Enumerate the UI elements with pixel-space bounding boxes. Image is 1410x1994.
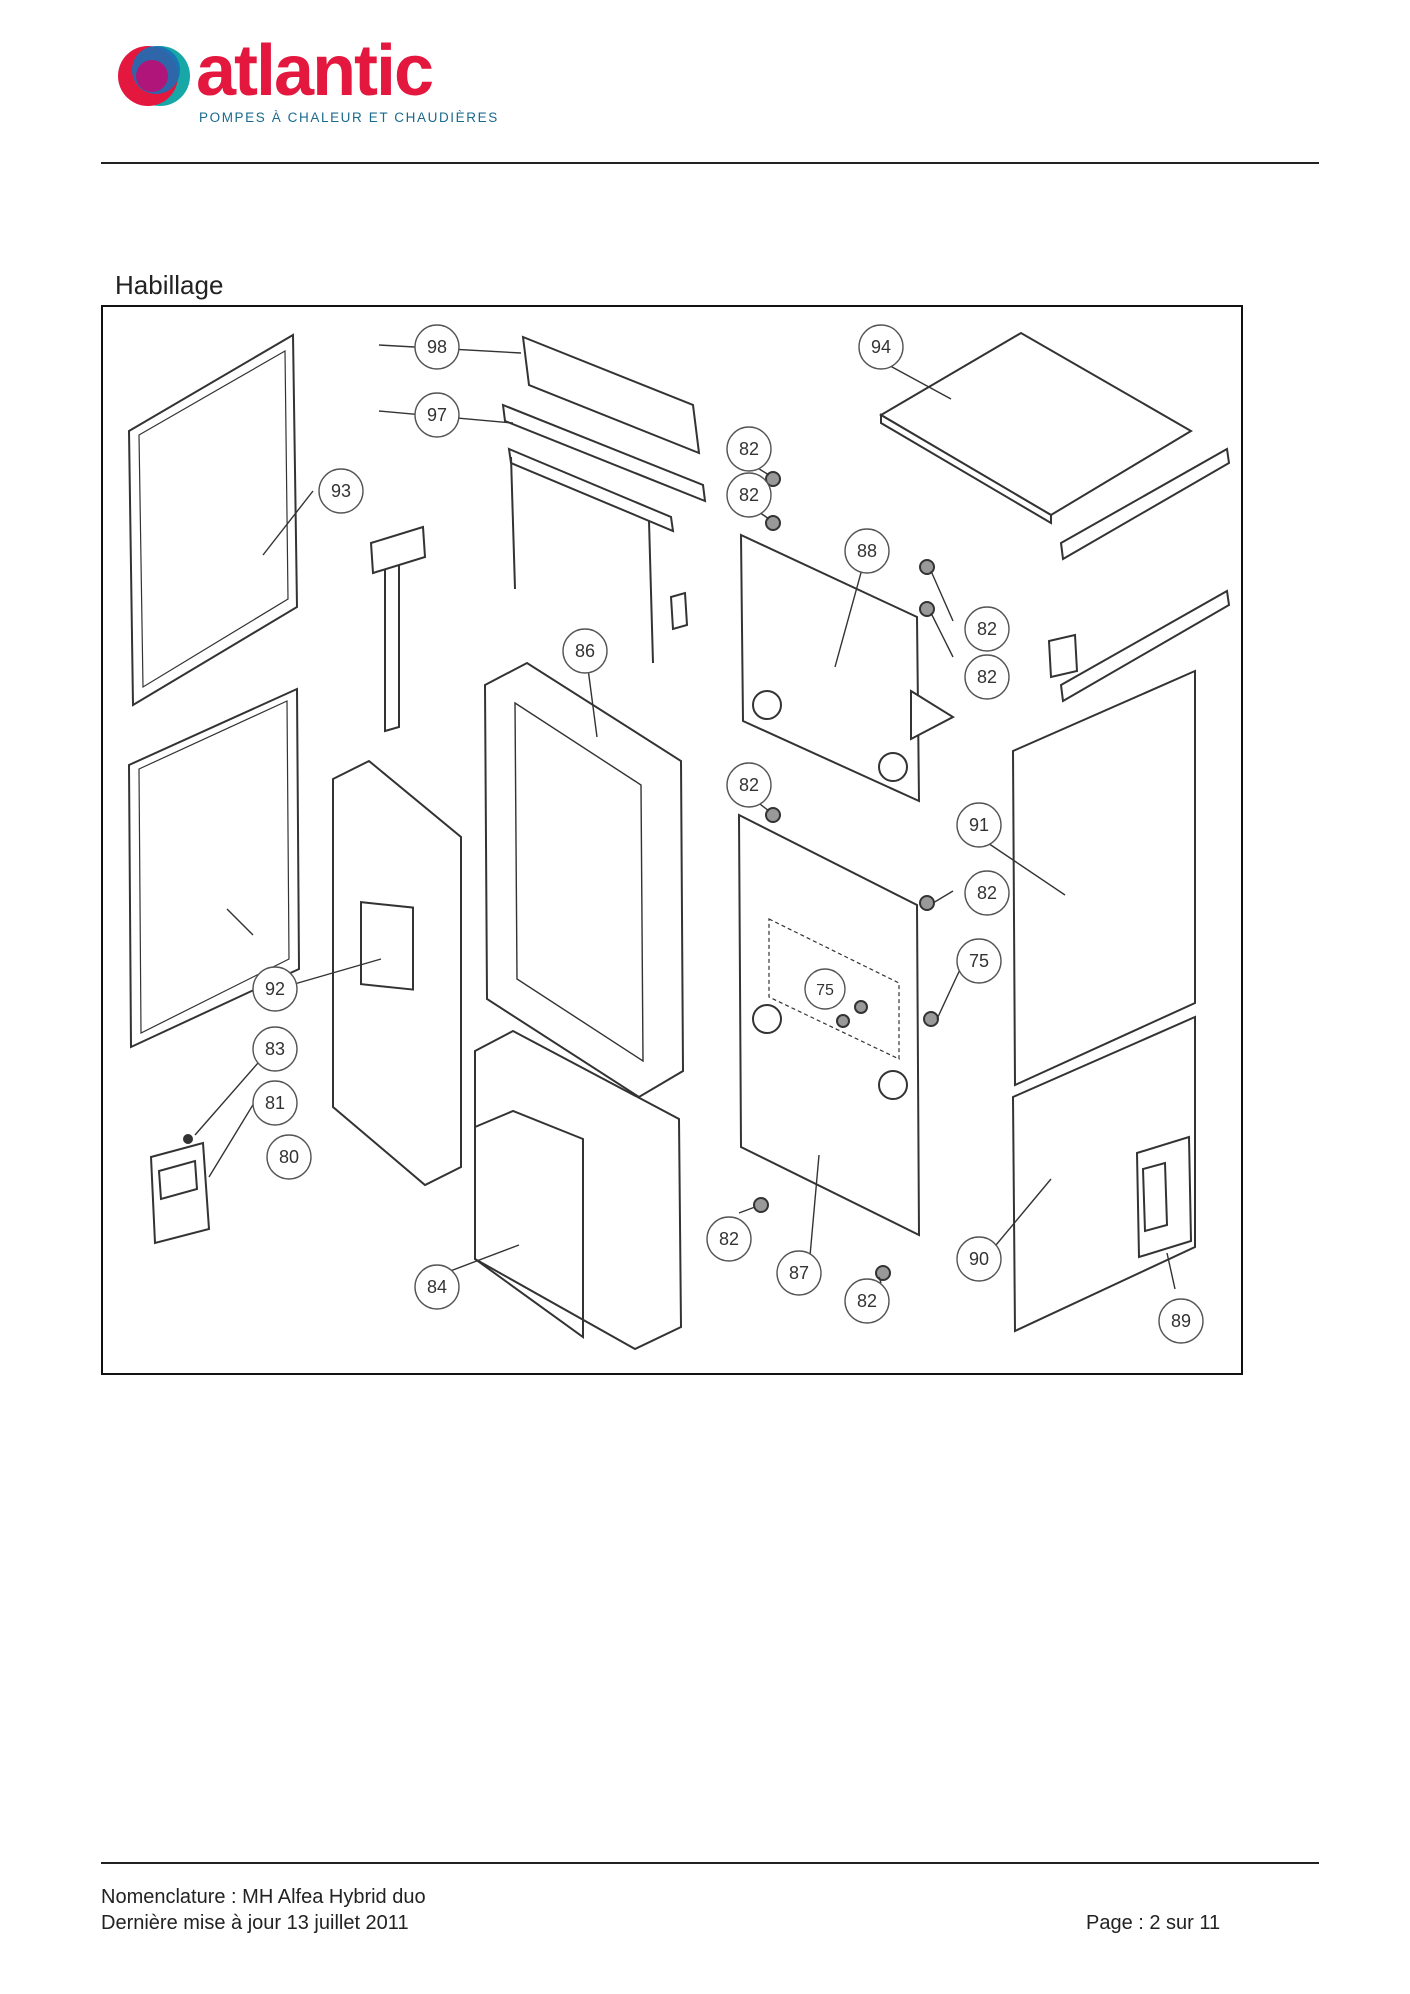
callout-82: 82 [977, 667, 997, 687]
callout-82: 82 [739, 775, 759, 795]
brand-name: atlantic [196, 31, 434, 111]
part-94-top-panel [879, 331, 1193, 517]
part-86-frame [483, 661, 685, 1099]
section-title: Habillage [115, 270, 224, 300]
atlantic-logo: atlantic POMPES À CHALEUR ET CHAUDIÈRES [112, 31, 497, 136]
part-rail-lower [1059, 589, 1231, 703]
part-97-plate [501, 403, 707, 503]
callout-75: 75 [969, 951, 989, 971]
callout-87: 87 [789, 1263, 809, 1283]
footer-page-number: Page : 2 sur 11 [1086, 1912, 1221, 1934]
part-89-handle [1135, 1135, 1193, 1259]
part-88-panel [739, 533, 921, 803]
part-91-panel [1011, 669, 1196, 1087]
callout-93: 93 [331, 481, 351, 501]
atlantic-logo-icon [118, 46, 190, 106]
header-divider [101, 162, 1319, 164]
part-83-door [332, 759, 462, 1187]
footer-last-update: Dernière mise à jour 13 juillet 2011 [101, 1912, 409, 1934]
callout-82: 82 [977, 883, 997, 903]
callout-82: 82 [977, 619, 997, 639]
callout-83: 83 [265, 1039, 285, 1059]
callout-97: 97 [427, 405, 447, 425]
part-92-frame [127, 687, 301, 1049]
callout-92: 92 [265, 979, 285, 999]
part-98-plate [521, 335, 701, 455]
callout-82: 82 [857, 1291, 877, 1311]
callout-82: 82 [739, 485, 759, 505]
callout-90: 90 [969, 1249, 989, 1269]
callout-80: 80 [279, 1147, 299, 1167]
part-rail [507, 447, 675, 533]
callout-91: 91 [969, 815, 989, 835]
callout-86: 86 [575, 641, 595, 661]
callout-98: 98 [427, 337, 447, 357]
footer-nomenclature: Nomenclature : MH Alfea Hybrid duo [101, 1886, 426, 1908]
footer-divider [101, 1862, 1319, 1864]
callout-82: 82 [719, 1229, 739, 1249]
callout-81: 81 [265, 1093, 285, 1113]
brand-tagline: POMPES À CHALEUR ET CHAUDIÈRES [199, 110, 499, 125]
callout-89: 89 [1171, 1311, 1191, 1331]
part-93-frame [127, 333, 299, 707]
callout-88: 88 [857, 541, 877, 561]
part-post [384, 541, 400, 733]
exploded-view-drawing: 98 97 94 93 82 82 88 82 82 86 82 91 82 7… [127, 324, 1231, 1351]
callout-75: 75 [816, 982, 834, 999]
part-rail-upper [1059, 447, 1231, 561]
callout-84: 84 [427, 1277, 447, 1297]
callout-94: 94 [871, 337, 891, 357]
callout-82: 82 [739, 439, 759, 459]
part-87-panel [737, 813, 921, 1237]
exploded-view-figure: 98 97 94 93 82 82 88 82 82 86 82 91 82 7… [101, 305, 1243, 1375]
